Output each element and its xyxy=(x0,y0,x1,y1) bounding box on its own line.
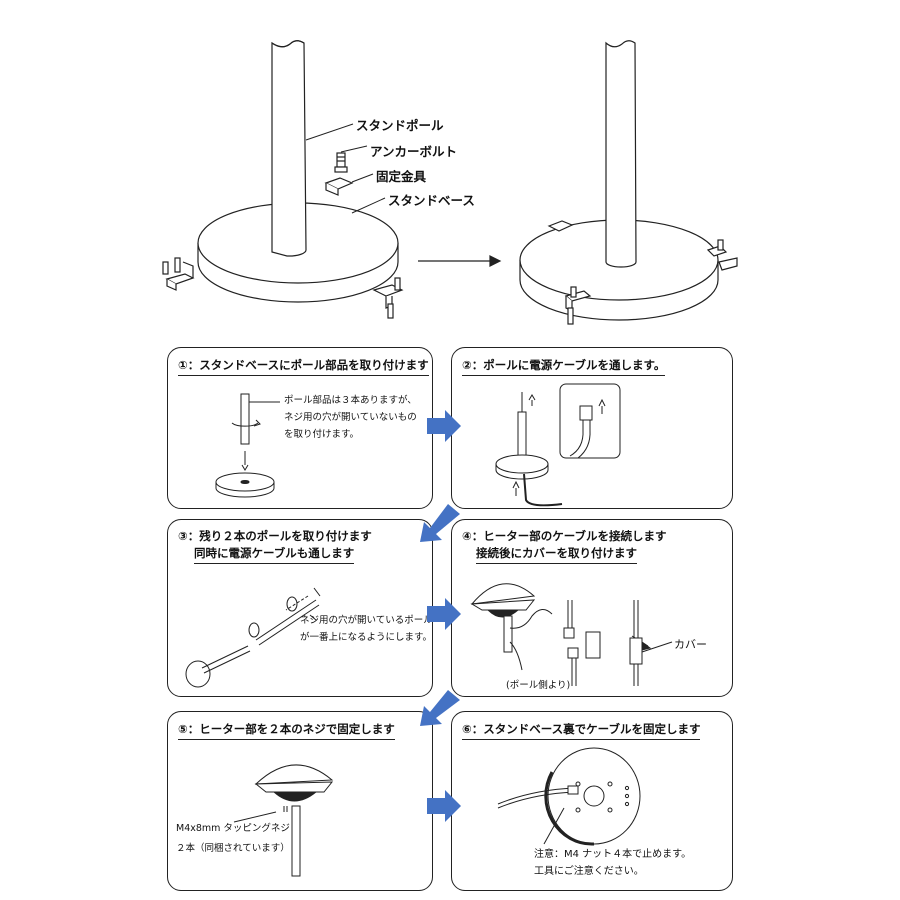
step-5-illustration xyxy=(233,764,334,877)
step-6-title: ⑥：スタンドベース裏でケーブルを固定します xyxy=(462,721,701,740)
step-2-title: ②：ポールに電源ケーブルを通します。 xyxy=(462,357,666,376)
step-4-title-2: 接続後にカバーを取り付けます xyxy=(476,545,637,564)
overview-illustration xyxy=(162,40,738,325)
step-2-illustration xyxy=(495,383,621,507)
step-5-title: ⑤：ヒーター部を２本のネジで固定します xyxy=(178,721,395,740)
left-base-bracket-2 xyxy=(372,277,404,319)
left-stand-pole xyxy=(271,40,307,257)
step-1-note: ポール部品は３本ありますが、 ネジ用の穴が開いていないもの を取り付けます。 xyxy=(284,395,417,440)
label-anchor-bolt: アンカーボルト xyxy=(370,144,458,159)
step-3-note: ネジ用の穴が開いているポール が一番上になるようにします。 xyxy=(300,615,433,643)
right-stand-pole xyxy=(605,40,637,268)
step-6-illustration xyxy=(497,747,641,846)
right-bracket-side xyxy=(706,239,738,271)
label-stand-pole: スタンドポール xyxy=(356,118,444,133)
step-3-illustration xyxy=(185,587,321,688)
step-4-panel: ④：ヒーター部のケーブルを接続します 接続後にカバーを取り付けます (ポール側よ… xyxy=(451,519,733,697)
bracket-icon xyxy=(324,177,354,196)
step-4-cover-label: カバー xyxy=(674,638,707,651)
step-6-note: 注意：M4 ナット４本で止めます。 工具にご注意ください。 xyxy=(534,849,692,877)
right-bracket-top xyxy=(547,220,574,232)
step-1-title: ①：スタンドベースにポール部品を取り付けます xyxy=(178,357,429,376)
step-1-panel: ①：スタンドベースにポール部品を取り付けます ポール部品は３本ありますが、 ネジ… xyxy=(167,347,433,509)
right-bracket-front xyxy=(564,286,592,325)
step-4-illustration xyxy=(470,583,673,686)
step-4-title: ④：ヒーター部のケーブルを接続します xyxy=(462,529,667,543)
step-4-note: (ポール側より) xyxy=(506,680,571,691)
label-bracket: 固定金具 xyxy=(376,169,427,184)
step-3-title-2: 同時に電源ケーブルも通します xyxy=(194,545,355,564)
step-5-note: M4x8mm タッピングネジ ２本（同梱されています） xyxy=(176,823,290,854)
step-1-illustration xyxy=(215,393,280,498)
step-2-panel: ②：ポールに電源ケーブルを通します。 xyxy=(451,347,733,509)
step-3-title: ③：残り２本のポールを取り付けます xyxy=(178,529,372,543)
step-5-panel: ⑤：ヒーター部を２本のネジで固定します M4x8mm タッピングネジ ２本（同梱… xyxy=(167,711,433,891)
step-6-panel: ⑥：スタンドベース裏でケーブルを固定します 注意：M4 ナット４本で止めます。 … xyxy=(451,711,733,891)
step-3-panel: ③：残り２本のポールを取り付けます 同時に電源ケーブルも通します ネジ用の穴が開… xyxy=(167,519,433,697)
anchor-bolt-icon xyxy=(334,152,348,173)
label-stand-base: スタンドベース xyxy=(388,193,475,208)
transition-arrow-icon xyxy=(418,255,502,267)
left-base-bracket-1 xyxy=(162,257,195,291)
